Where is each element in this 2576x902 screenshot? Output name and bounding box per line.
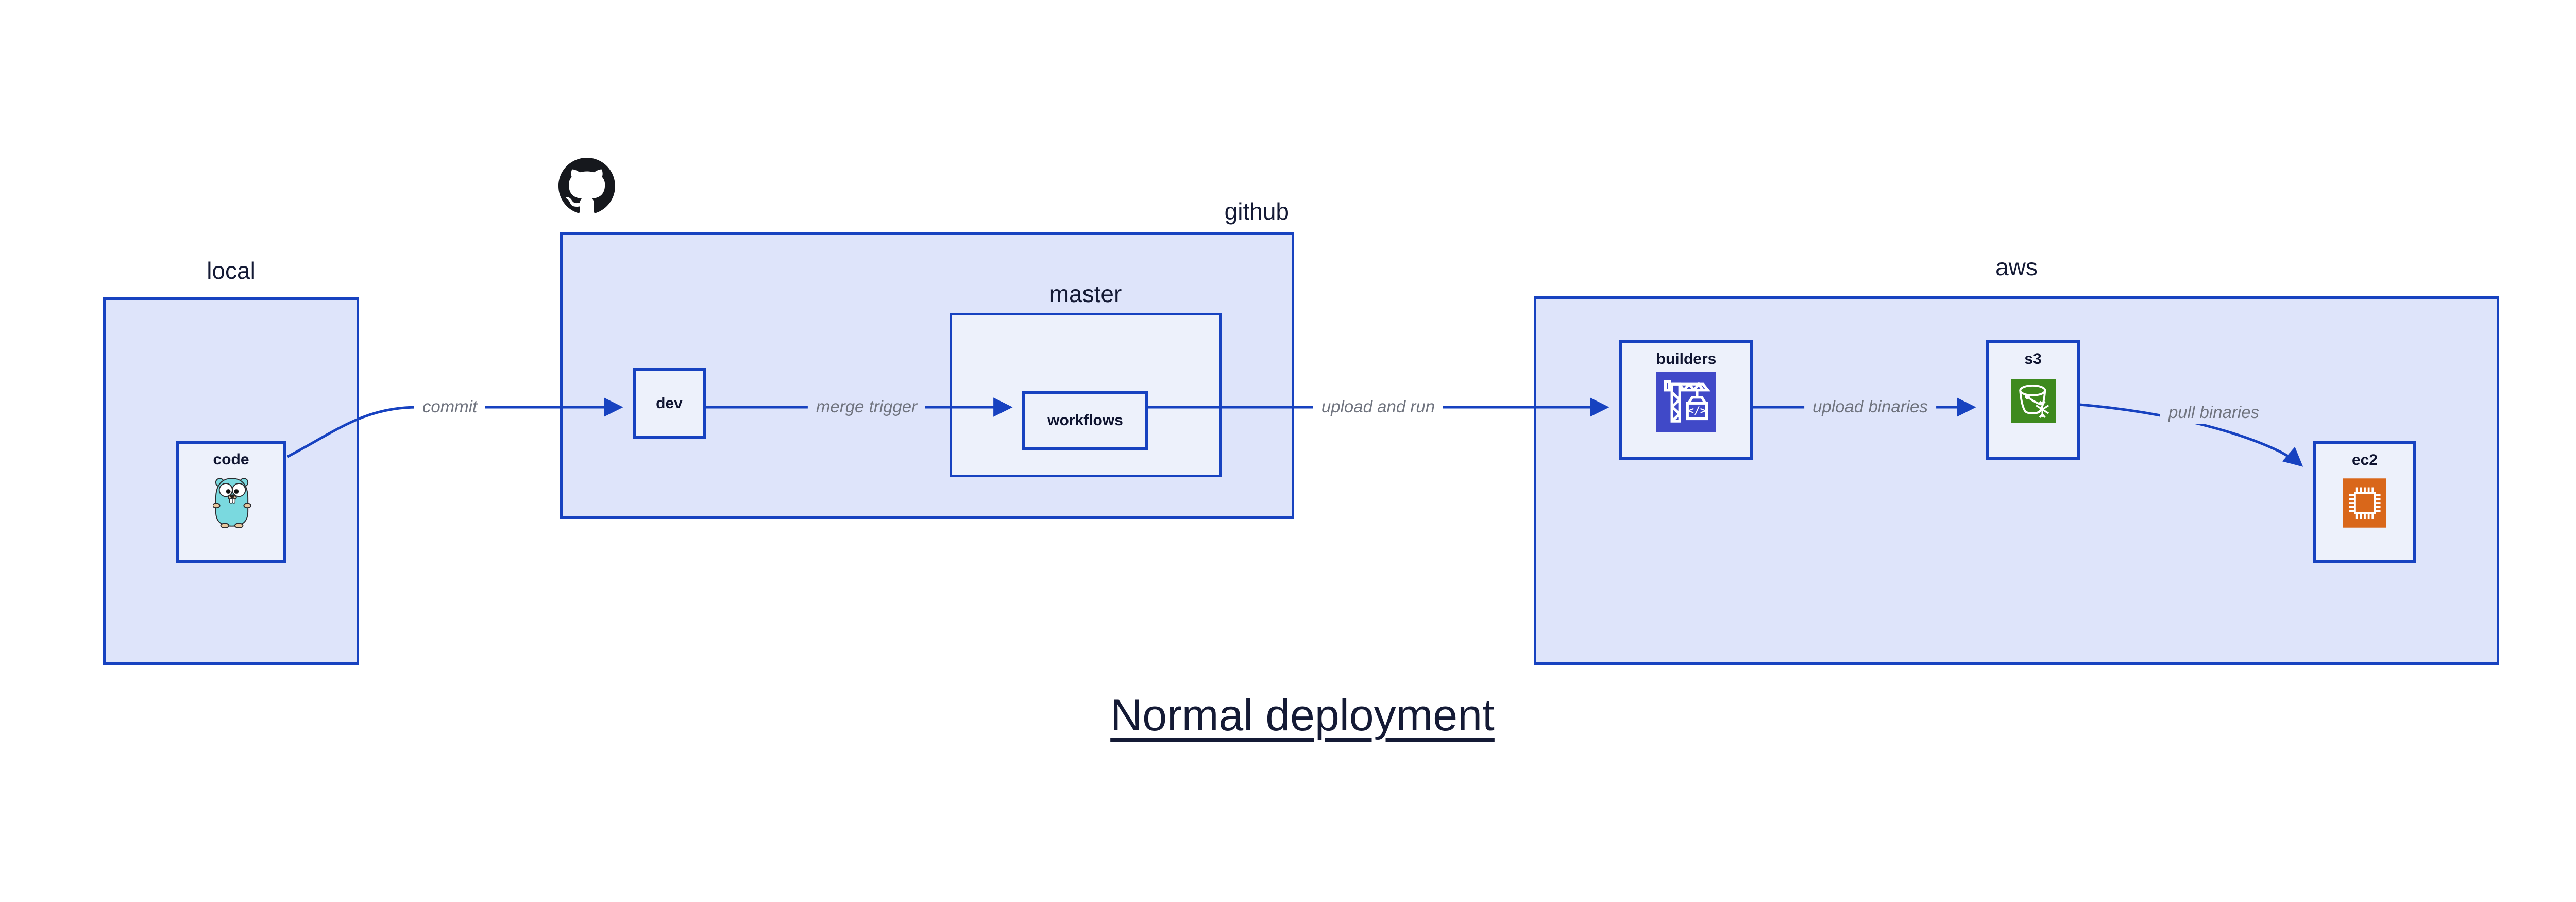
- group-aws-label: aws: [1995, 254, 2038, 280]
- svg-text:</>: </>: [1688, 405, 1706, 416]
- node-builders-label: builders: [1656, 350, 1717, 368]
- aws-ec2-chip-icon: [2343, 478, 2386, 528]
- edge-upload-binaries-label: upload binaries: [1804, 395, 1936, 419]
- diagram-title: Normal deployment: [1110, 691, 1495, 740]
- node-workflows-label: workflows: [1047, 412, 1123, 429]
- github-octocat-icon: [558, 158, 615, 214]
- edge-upload-and-run-label: upload and run: [1313, 395, 1444, 419]
- group-master-label: master: [1049, 280, 1122, 307]
- node-workflows: workflows: [1022, 391, 1148, 450]
- node-dev-label: dev: [656, 394, 683, 412]
- edge-pull-binaries-label: pull binaries: [2160, 401, 2268, 424]
- edge-merge-trigger-label: merge trigger: [807, 395, 926, 419]
- node-s3-label: s3: [2024, 350, 2042, 368]
- node-builders: builders: [1619, 340, 1753, 460]
- aws-codebuild-crane-icon: </>: [1656, 372, 1716, 432]
- edge-commit-label: commit: [414, 395, 486, 419]
- node-ec2-label: ec2: [2351, 452, 2378, 469]
- node-dev: dev: [633, 368, 706, 439]
- group-github-label: github: [1224, 198, 1289, 225]
- go-gopher-icon: [212, 475, 251, 529]
- aws-s3-bucket-snowflake-icon: [2011, 378, 2056, 424]
- group-local-label: local: [207, 257, 256, 284]
- node-code-label: code: [213, 451, 249, 468]
